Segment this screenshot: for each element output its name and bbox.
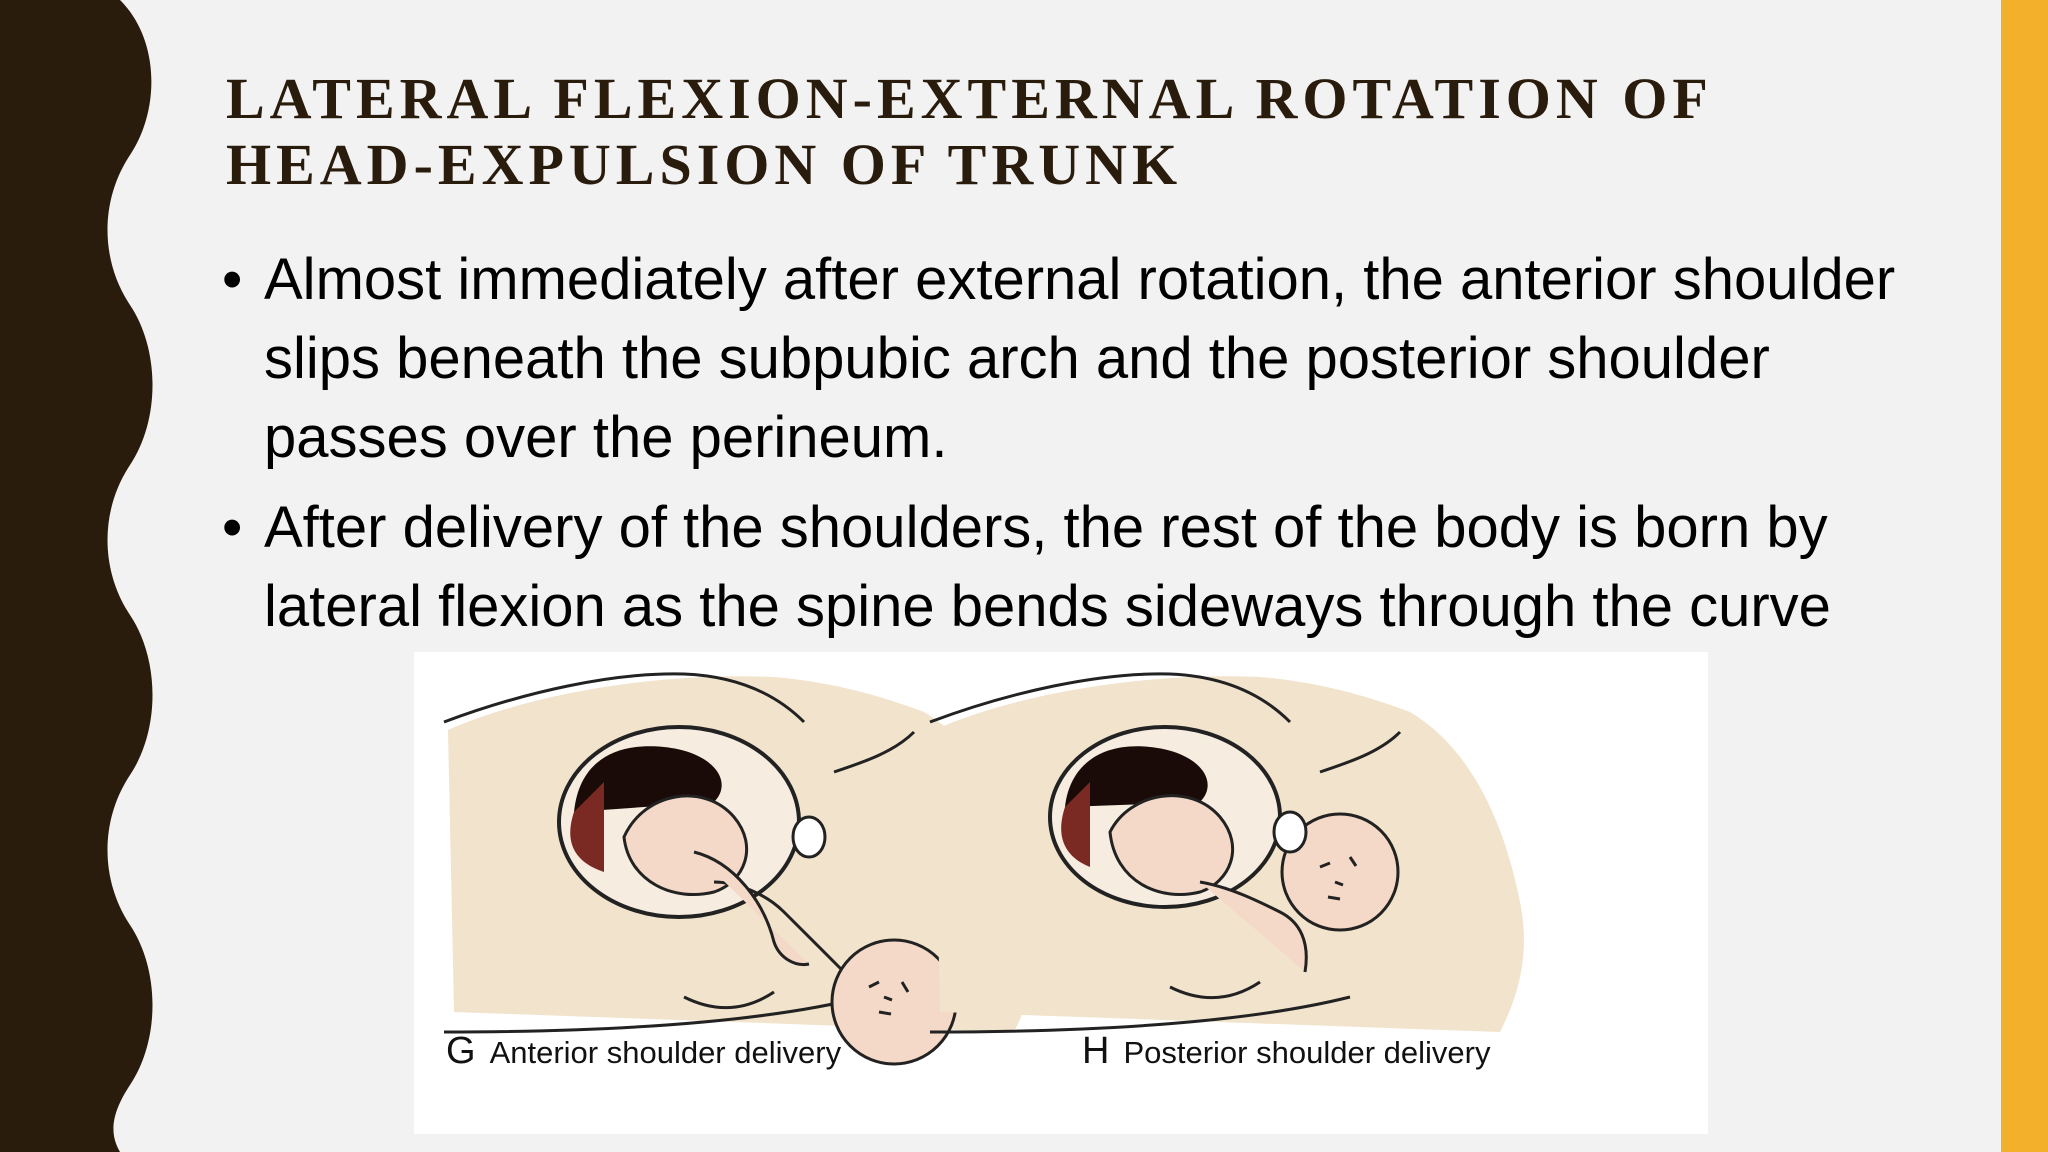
bullet-marker: • [222,495,243,560]
bullet-item: • Almost immediately after external rota… [222,240,1902,477]
slide-title: LATERAL FLEXION-EXTERNAL ROTATION OF HEA… [226,66,1926,198]
bullet-text: Almost immediately after external rotati… [264,247,1896,470]
panel-g-caption-text: Anterior shoulder delivery [489,1035,842,1070]
panel-g-caption: G Anterior shoulder delivery [446,1030,841,1073]
title-line-1: LATERAL FLEXION-EXTERNAL ROTATION OF [226,66,1713,131]
panel-h-caption-text: Posterior shoulder delivery [1123,1035,1491,1070]
panel-h-drawing [929,672,1524,1034]
title-line-2: HEAD-EXPULSION OF TRUNK [226,132,1183,197]
bullet-item: • After delivery of the shoulders, the r… [222,488,1902,646]
delivery-illustration [414,652,1708,1134]
bullet-marker: • [222,247,243,312]
right-accent-band [2001,0,2048,1152]
panel-h-caption: H Posterior shoulder delivery [1082,1030,1490,1073]
panel-g-letter: G [446,1030,476,1072]
panel-h-letter: H [1082,1030,1110,1072]
bullet-text: After delivery of the shoulders, the res… [264,495,1831,639]
bullet-list: • Almost immediately after external rota… [222,240,1902,657]
panel-g-drawing [443,672,1038,1066]
left-decorative-band [0,0,153,1152]
